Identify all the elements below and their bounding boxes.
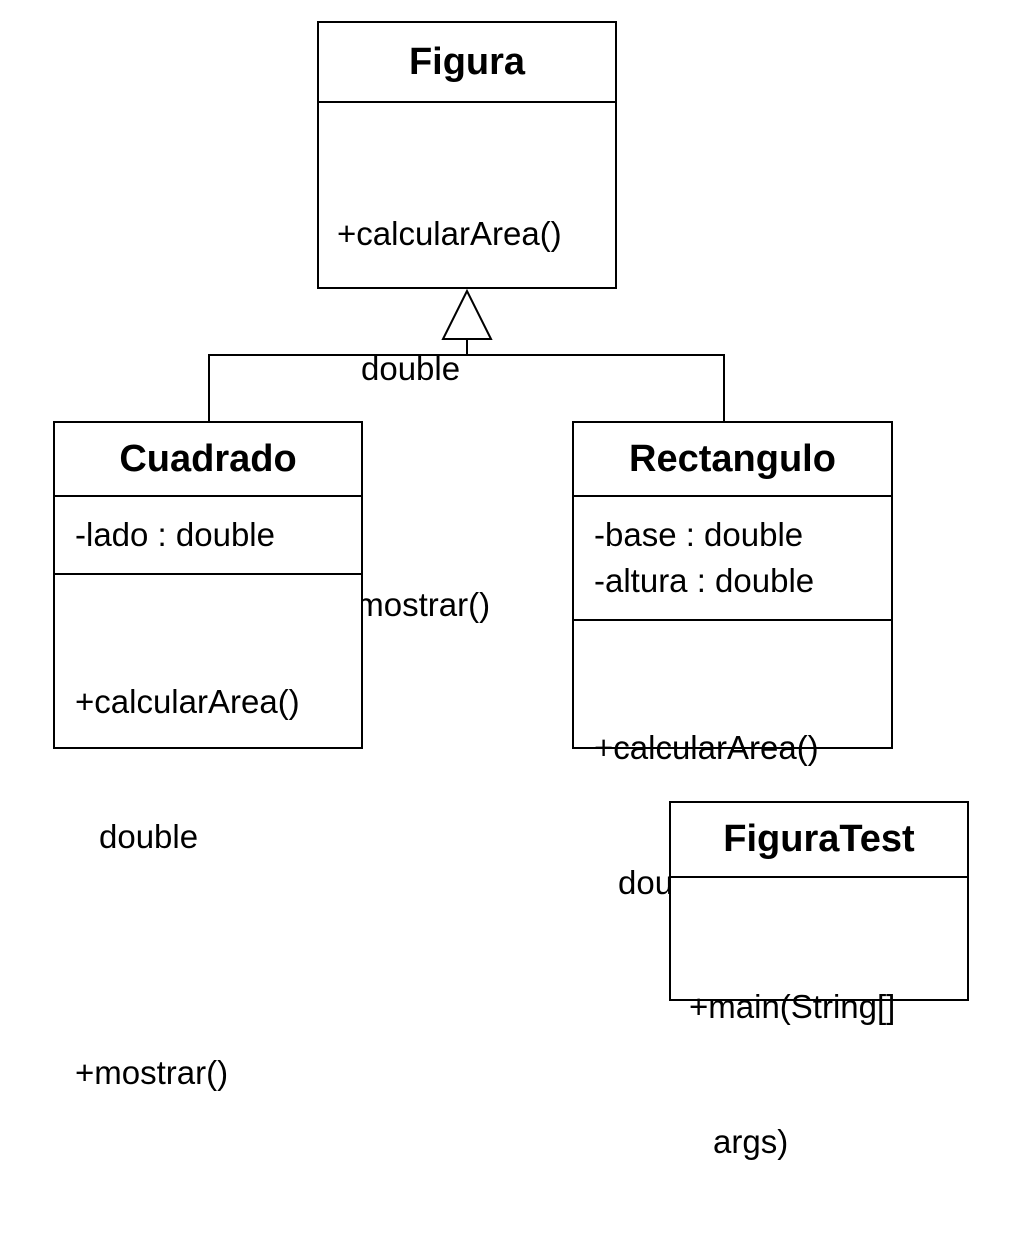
inheritance-arrowhead bbox=[441, 288, 493, 340]
method-signature: +calcularArea() bbox=[337, 215, 562, 252]
inheritance-line-cuadrado bbox=[208, 354, 467, 421]
methods-figuratest: +main(String[] args) bbox=[671, 878, 967, 1254]
class-name-rectangulo: Rectangulo bbox=[574, 423, 891, 497]
attributes-rectangulo: -base : double -altura : double bbox=[574, 497, 891, 621]
attribute-altura: -altura : double bbox=[594, 562, 815, 599]
method-main: +main(String[] args) bbox=[689, 894, 967, 1254]
methods-rectangulo: +calcularArea() double bbox=[574, 621, 891, 995]
method-signature: +mostrar() bbox=[75, 1054, 229, 1091]
method-signature: +main(String[] bbox=[689, 988, 896, 1025]
method-parameter: args) bbox=[713, 1123, 789, 1160]
attribute-lado: -lado : double bbox=[75, 516, 275, 553]
inheritance-line-rectangulo bbox=[467, 354, 725, 421]
inheritance-connectors bbox=[208, 288, 725, 421]
attribute-base: -base : double bbox=[594, 516, 804, 553]
method-mostrar: +mostrar() bbox=[75, 960, 361, 1185]
class-cuadrado[interactable]: Cuadrado -lado : double +calcularArea() … bbox=[53, 421, 363, 1091]
method-signature: +calcularArea() bbox=[594, 729, 819, 766]
method-calcular-area: +calcularArea() double bbox=[75, 589, 361, 949]
class-name-figura: Figura bbox=[319, 23, 615, 103]
method-signature: +calcularArea() bbox=[75, 683, 300, 720]
attributes-cuadrado: -lado : double bbox=[55, 497, 361, 575]
method-return-type: double bbox=[361, 350, 461, 387]
class-figuratest[interactable]: FiguraTest +main(String[] args) bbox=[669, 801, 969, 1160]
class-name-cuadrado: Cuadrado bbox=[55, 423, 361, 497]
method-calcular-area: +calcularArea() double bbox=[594, 635, 891, 995]
methods-figura: +calcularArea() double +mostrar() bbox=[319, 103, 615, 717]
methods-cuadrado: +calcularArea() double +mostrar() bbox=[55, 575, 361, 1185]
class-rectangulo[interactable]: Rectangulo -base : double -altura : doub… bbox=[572, 421, 893, 901]
method-return-type: double bbox=[99, 818, 199, 855]
class-figura[interactable]: Figura +calcularArea() double +mostrar() bbox=[317, 21, 617, 623]
method-calcular-area: +calcularArea() double bbox=[337, 121, 615, 481]
class-name-figuratest: FiguraTest bbox=[671, 803, 967, 878]
